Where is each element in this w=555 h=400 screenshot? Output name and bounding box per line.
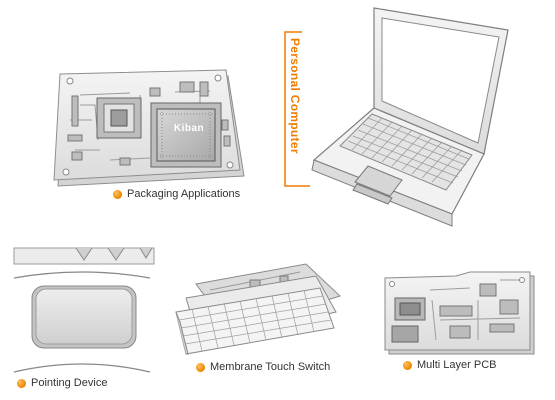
packaging-applications-label: Packaging Applications [127,188,241,200]
chip-marking: Kiban [173,123,205,134]
pointing-device-illustration [13,247,155,373]
personal-computer-label: Personal Computer [288,38,302,154]
multilayer-pcb-label: Multi Layer PCB [417,359,497,371]
packaging-applications-caption: Packaging Applications [113,188,240,200]
multilayer-pcb-caption: Multi Layer PCB [403,359,496,371]
orange-bullet-icon [403,360,412,370]
pointing-device-caption: Pointing Device [17,377,107,389]
orange-bullet-icon [196,362,205,372]
laptop-illustration [311,7,509,227]
orange-bullet-icon [113,189,122,199]
membrane-switch-label: Membrane Touch Switch [210,361,331,373]
orange-bullet-icon [17,378,26,388]
membrane-switch-illustration [175,263,341,355]
personal-computer-bracket [284,31,310,187]
packaging-board-illustration [53,69,245,187]
membrane-switch-caption: Membrane Touch Switch [196,361,330,373]
multilayer-pcb-illustration [384,271,535,355]
pointing-device-label: Pointing Device [31,377,108,389]
